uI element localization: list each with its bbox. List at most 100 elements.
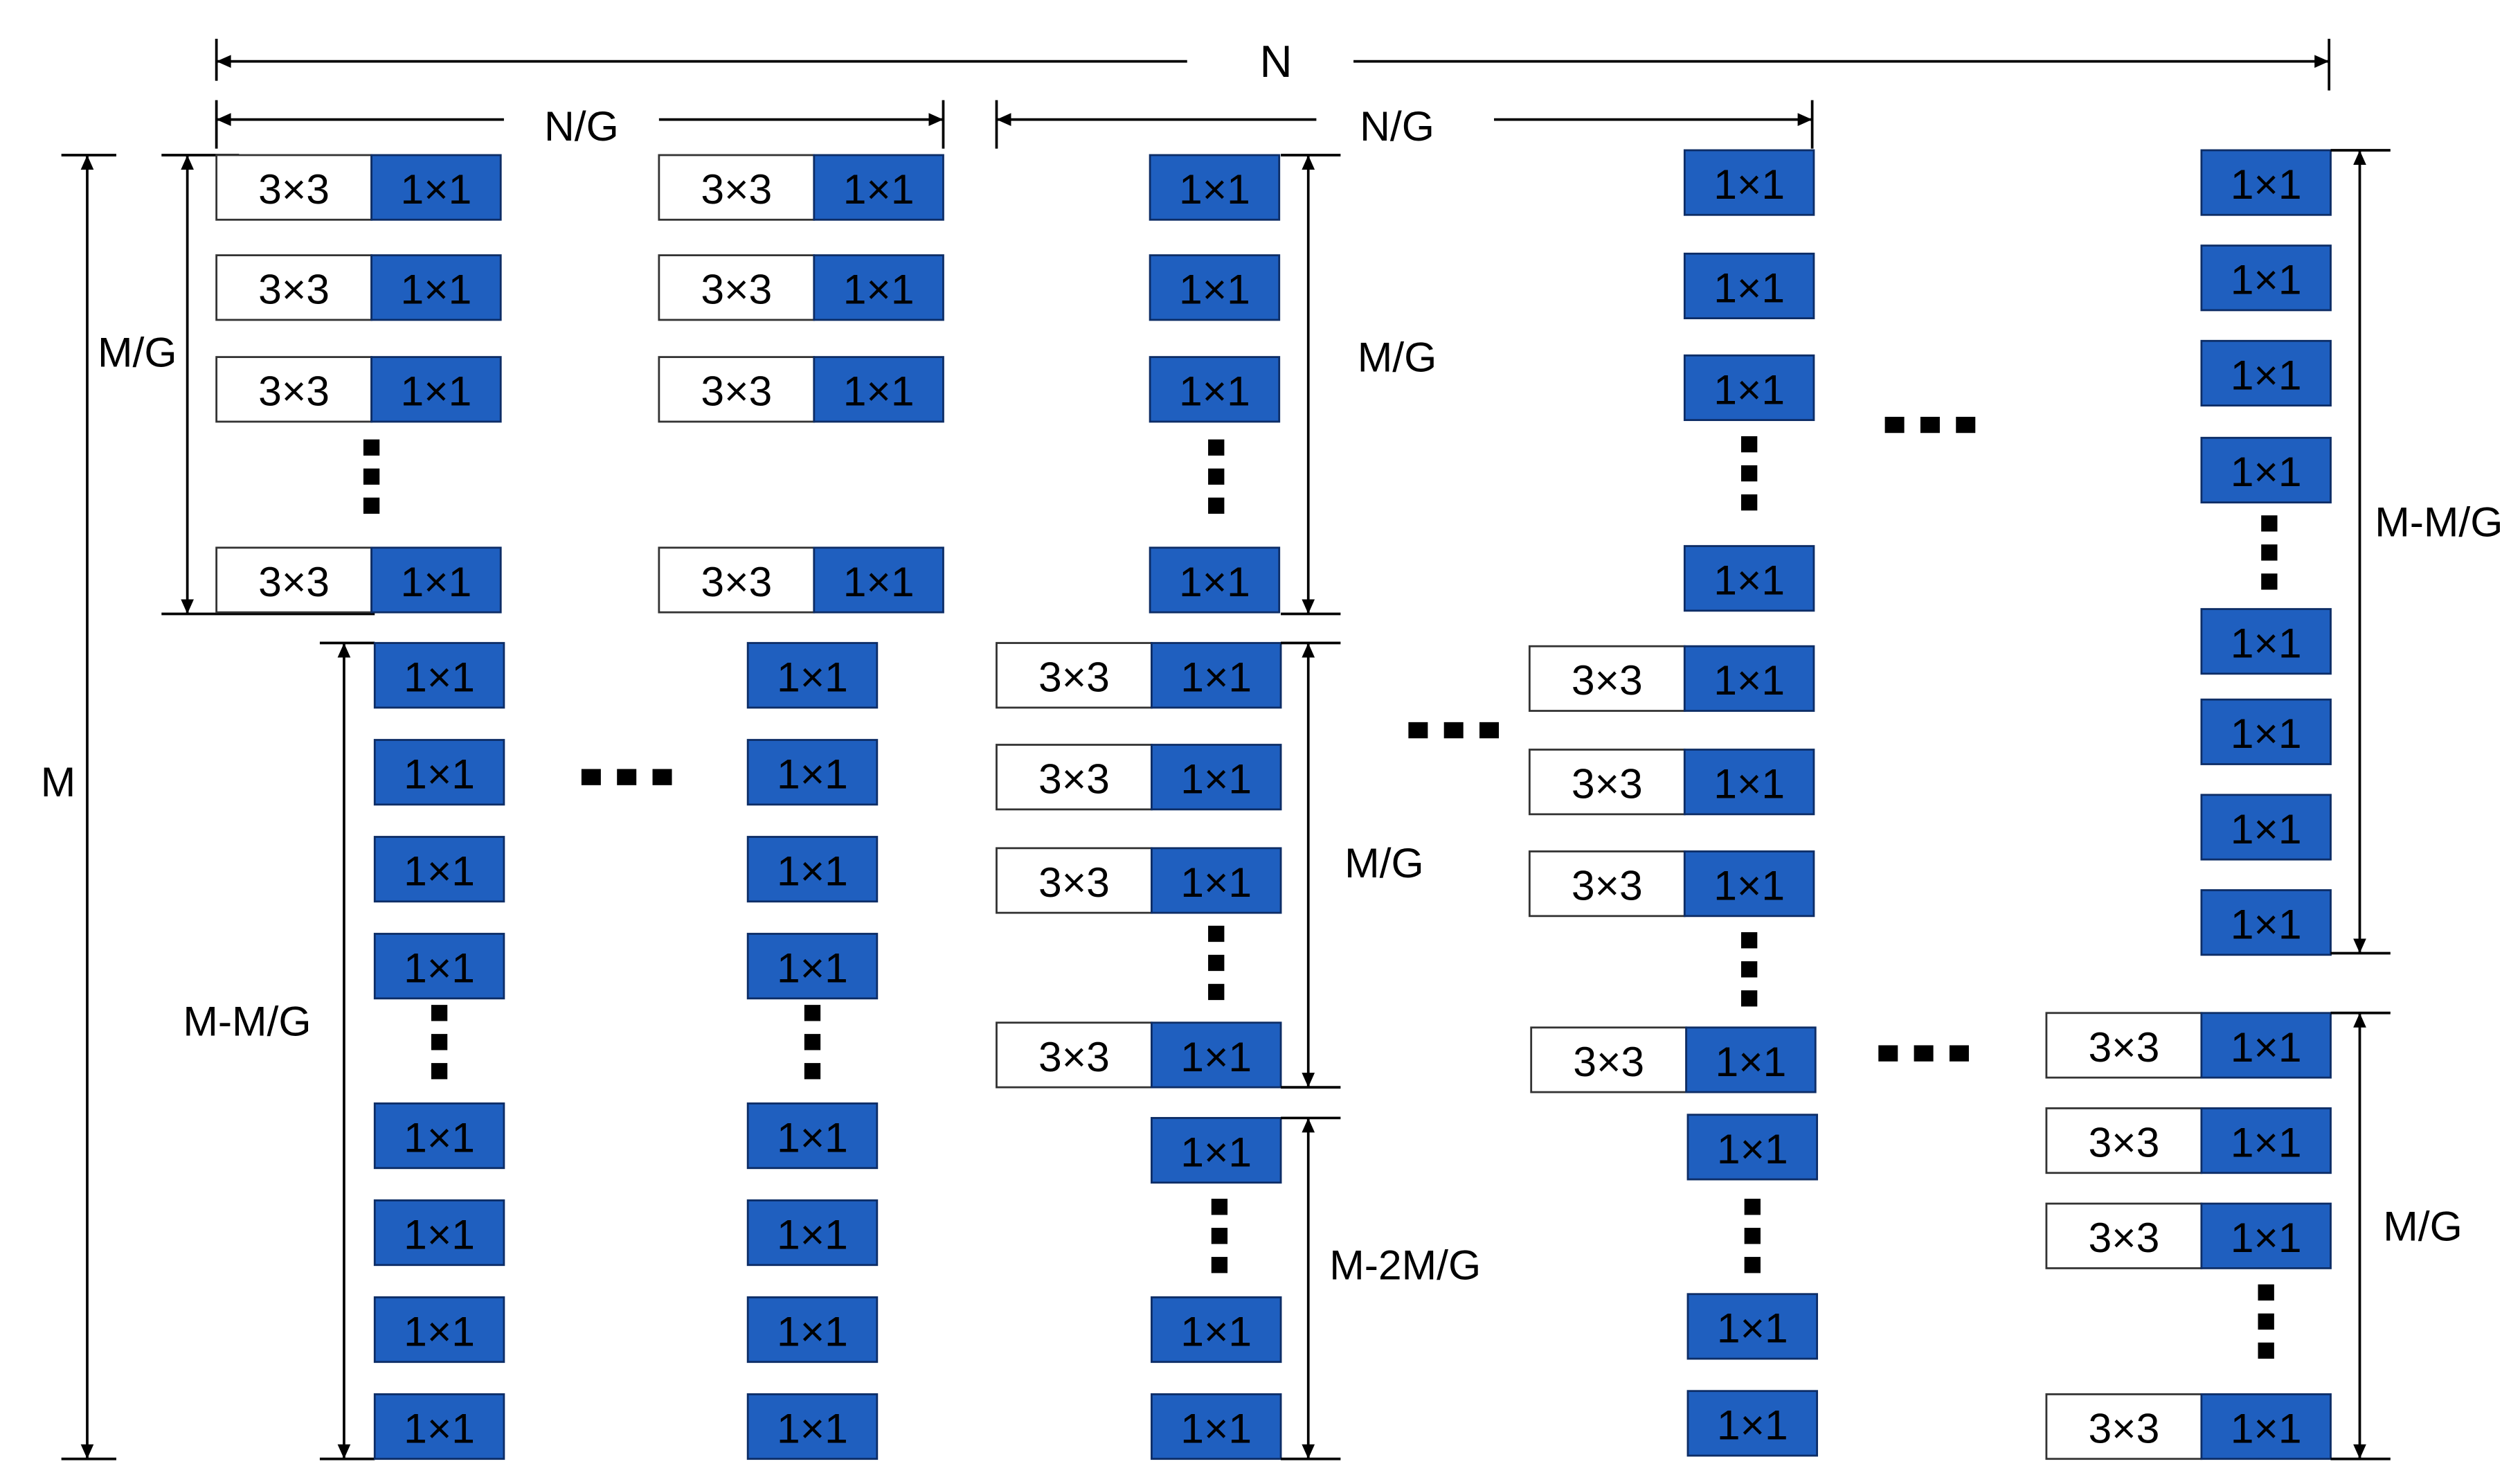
- col-gap-horizontal-ellipsis-dot: [1878, 1045, 1898, 1062]
- conv1x1-label: 1×1: [2231, 805, 2302, 852]
- col-gap-horizontal-ellipsis-dot: [617, 769, 637, 785]
- conv1x1-block: [2200, 1393, 2332, 1460]
- col2-vertical-ellipsis-dot: [804, 1034, 821, 1051]
- conv1x1-label: 1×1: [1180, 859, 1252, 906]
- n-dimension-arrow-right: [2314, 55, 2330, 68]
- col1-conv1x1-block: [373, 933, 505, 1000]
- col2-conv1x1-block: [746, 642, 879, 709]
- c3-m2mg-label: M-2M/G: [1329, 1242, 1481, 1289]
- col5-vertical-ellipsis-dot: [2258, 1284, 2274, 1301]
- conv1x1-label: 1×1: [2231, 161, 2302, 208]
- m-dimension-arrow-down: [80, 1444, 94, 1459]
- conv1x1-label: 1×1: [2231, 256, 2302, 303]
- conv1x1-label: 1×1: [1717, 1402, 1788, 1449]
- col-gap-horizontal-ellipsis-dot: [1949, 1045, 1969, 1062]
- conv1x1-label: 1×1: [404, 944, 475, 991]
- col3-vertical-ellipsis-dot: [1208, 954, 1225, 972]
- conv3x3-label: 3×3: [258, 166, 330, 213]
- conv1x1-block: [1683, 645, 1815, 712]
- c3-mg2-dimension-arrow-up: [1302, 643, 1315, 658]
- conv1x1-block: [1683, 749, 1815, 816]
- ng1-dimension-arrow-left: [216, 113, 231, 126]
- col2-conv1x1-block: [746, 1102, 879, 1170]
- ng1-dimension-arrow-right: [928, 113, 944, 126]
- col1-vertical-ellipsis-dot: [363, 468, 380, 485]
- conv3x3-label: 3×3: [1572, 861, 1643, 909]
- conv1x1-label: 1×1: [843, 166, 915, 213]
- ng1-label: N/G: [544, 102, 619, 150]
- conv3x3-label: 3×3: [701, 266, 772, 313]
- c3-m2mg-dimension-arrow-up: [1302, 1118, 1315, 1133]
- conv1x1-label: 1×1: [1180, 654, 1252, 701]
- conv1x1-block: [370, 154, 502, 221]
- conv1x1-block: [813, 546, 944, 614]
- c5-mg-dimension-arrow-down: [2353, 1444, 2366, 1459]
- c5-mmg-dimension-arrow-up: [2353, 150, 2366, 165]
- conv1x1-label: 1×1: [1180, 1128, 1252, 1175]
- col3-vertical-ellipsis-dot: [1208, 468, 1225, 485]
- conv1x1-label: 1×1: [404, 751, 475, 798]
- conv3x3-label: 3×3: [701, 368, 772, 415]
- conv1x1-label: 1×1: [843, 266, 915, 313]
- conv1x1-block: [1683, 850, 1815, 918]
- conv1x1-label: 1×1: [1179, 368, 1250, 415]
- c1-mmg-label: M-M/G: [183, 997, 311, 1044]
- n-label: N: [1259, 36, 1292, 87]
- conv3x3-label: 3×3: [1572, 760, 1643, 807]
- col-gap-horizontal-ellipsis-dot: [1443, 722, 1464, 739]
- col1-conv1x1-block: [373, 1393, 505, 1460]
- col3-conv3x3-block: [996, 1021, 1153, 1089]
- conv1x1-label: 1×1: [777, 847, 848, 894]
- ng2-dimension-arrow-right: [1797, 113, 1812, 126]
- col3-conv1x1-block: [1149, 254, 1281, 321]
- col4-vertical-ellipsis-dot: [1744, 1257, 1761, 1273]
- c3-m2mg-dimension-arrow-down: [1302, 1444, 1315, 1459]
- conv3x3-label: 3×3: [2088, 1023, 2159, 1071]
- col3-conv3x3-block: [996, 847, 1153, 914]
- conv1x1-block: [1685, 1026, 1817, 1093]
- conv1x1-label: 1×1: [404, 654, 475, 701]
- c5-mg-dimension-arrow-up: [2353, 1012, 2366, 1028]
- conv3x3-label: 3×3: [2088, 1118, 2159, 1165]
- col4-conv1x1-block: [1686, 1293, 1819, 1360]
- conv1x1-label: 1×1: [777, 1210, 848, 1258]
- conv1x1-label: 1×1: [1179, 166, 1250, 213]
- c5-mg-label: M/G: [2383, 1203, 2463, 1250]
- col3-conv1x1-block: [1151, 1117, 1282, 1184]
- col5-vertical-ellipsis-dot: [2258, 1313, 2274, 1330]
- col-gap-horizontal-ellipsis-dot: [1479, 722, 1500, 739]
- conv3x3-label: 3×3: [2088, 1404, 2159, 1451]
- col5-conv1x1-block: [2200, 794, 2332, 861]
- conv3x3-label: 3×3: [1038, 654, 1110, 701]
- col1-conv1x1-block: [373, 1199, 505, 1267]
- col5-conv1x1-block: [2200, 608, 2332, 675]
- conv1x1-label: 1×1: [777, 654, 848, 701]
- col3-conv1x1-block: [1149, 546, 1281, 614]
- col3-vertical-ellipsis-dot: [1211, 1257, 1228, 1273]
- col3-conv3x3-block: [996, 744, 1153, 811]
- conv1x1-label: 1×1: [2231, 1404, 2302, 1451]
- col5-conv3x3-block: [2045, 1393, 2203, 1460]
- conv1x1-block: [2200, 1107, 2332, 1174]
- col2-conv1x1-block: [746, 739, 879, 806]
- conv1x1-label: 1×1: [1717, 1125, 1788, 1172]
- c1-mmg-dimension-arrow-down: [337, 1444, 351, 1459]
- col4-vertical-ellipsis-dot: [1740, 990, 1758, 1007]
- col3-conv1x1-block: [1151, 1393, 1282, 1460]
- conv1x1-label: 1×1: [2231, 351, 2302, 398]
- col5-conv3x3-block: [2045, 1107, 2203, 1174]
- col4-vertical-ellipsis-dot: [1740, 961, 1758, 978]
- col3-conv1x1-block: [1149, 356, 1281, 423]
- conv1x1-block: [1151, 847, 1282, 914]
- c3-mg1-dimension-arrow-down: [1302, 599, 1315, 614]
- c3-mg1-label: M/G: [1358, 334, 1437, 381]
- col1-vertical-ellipsis-dot: [431, 1034, 448, 1051]
- c5-mmg-label: M-M/G: [2375, 499, 2503, 546]
- conv1x1-label: 1×1: [1713, 760, 1785, 807]
- col1-vertical-ellipsis-dot: [431, 1063, 448, 1080]
- col2-conv1x1-block: [746, 1393, 879, 1460]
- conv1x1-label: 1×1: [1716, 1038, 1787, 1085]
- col4-conv1x1-block: [1683, 252, 1815, 320]
- conv1x1-label: 1×1: [1179, 558, 1250, 605]
